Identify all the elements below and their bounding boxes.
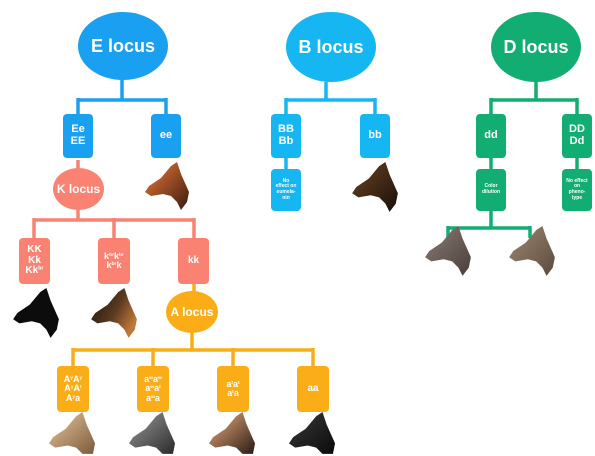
genotype-label: kbrkbr <box>104 250 124 261</box>
genotype-label: aa <box>307 382 319 394</box>
effect-text: dilution <box>481 189 501 195</box>
effect-text: nin <box>282 194 290 201</box>
genotype-label: ata <box>227 388 239 398</box>
genotype-label: kk <box>187 254 200 266</box>
genotype-label: Dd <box>569 135 585 147</box>
b-locus-title: B locus <box>286 12 376 82</box>
a-genotype-recessive-box: aa <box>297 366 329 412</box>
genotype-label: AyAy <box>63 373 83 384</box>
genotype-label: KK <box>27 244 42 256</box>
dog-icon-dilute-2 <box>509 226 555 276</box>
a-locus-title: A locus <box>166 291 218 333</box>
genotype-label: kbrk <box>106 260 122 270</box>
d-no-effect-box: No effect on pheno- type <box>562 169 592 211</box>
genotype-label: awa <box>146 392 160 403</box>
d-locus-title: D locus <box>491 12 581 82</box>
d-color-dilution-box: Color dilution <box>476 169 506 211</box>
effect-text: Color <box>484 183 498 190</box>
e-genotype-recessive-box: ee <box>151 114 181 158</box>
d-genotype-dominant-box: DD Dd <box>562 114 592 158</box>
k-genotype-recessive-box: kk <box>178 238 209 284</box>
genotype-label: dd <box>484 129 498 142</box>
a-genotype-tan-box: atat ata <box>217 366 249 412</box>
effect-text: pheno- <box>568 189 586 195</box>
genotype-label: BB <box>278 123 294 136</box>
e-genotype-dominant-box: Ee EE <box>63 114 93 158</box>
genotype-label: AyAt <box>64 383 82 394</box>
effect-text: effect on <box>275 183 297 190</box>
k-genotype-dominant-box: KK Kk Kkbr <box>19 238 50 284</box>
k-locus-title: K locus <box>53 168 104 210</box>
dog-icon-black-kk <box>13 288 59 338</box>
a-genotype-sable-box: AyAy AyAt Aya <box>57 366 89 412</box>
dog-icon-dilute-1 <box>425 226 471 276</box>
dog-icon-sable <box>48 412 96 454</box>
dog-icon-red-ee <box>145 162 189 210</box>
a-genotype-agouti-box: awaw awat awa <box>137 366 169 412</box>
genotype-label: Kkbr <box>25 265 44 277</box>
effect-text: eumela- <box>276 189 296 195</box>
genotype-label: Aya <box>65 392 81 403</box>
genotype-label: Kk <box>28 254 41 266</box>
genotype-label: Ee <box>71 123 85 136</box>
genotype-label: awat <box>145 383 161 394</box>
effect-text: No <box>282 177 290 184</box>
d-genotype-recessive-box: dd <box>476 114 506 158</box>
dog-icon-recessive-black <box>288 412 336 454</box>
k-genotype-brindle-box: kbrkbr kbrk <box>98 238 130 284</box>
effect-text: type <box>571 194 583 201</box>
genotype-label: awaw <box>144 373 162 384</box>
b-no-effect-box: No effect on eumela- nin <box>271 169 301 211</box>
genotype-label: Bb <box>278 135 294 147</box>
effect-text: on <box>573 183 581 190</box>
genotype-label: atat <box>226 378 240 389</box>
dog-icon-tan-points <box>208 412 256 454</box>
b-genotype-recessive-box: bb <box>360 114 390 158</box>
dog-icon-brindle <box>91 288 137 338</box>
b-genotype-dominant-box: BB Bb <box>271 114 301 158</box>
genotype-label: ee <box>159 129 173 142</box>
dog-icon-agouti <box>128 412 176 454</box>
genotype-label: EE <box>70 135 86 147</box>
genotype-label: DD <box>569 123 585 136</box>
dog-icon-chocolate-bb <box>352 162 398 212</box>
e-locus-title: E locus <box>78 12 168 80</box>
genotype-label: bb <box>368 129 382 142</box>
effect-text: No effect <box>566 177 588 184</box>
